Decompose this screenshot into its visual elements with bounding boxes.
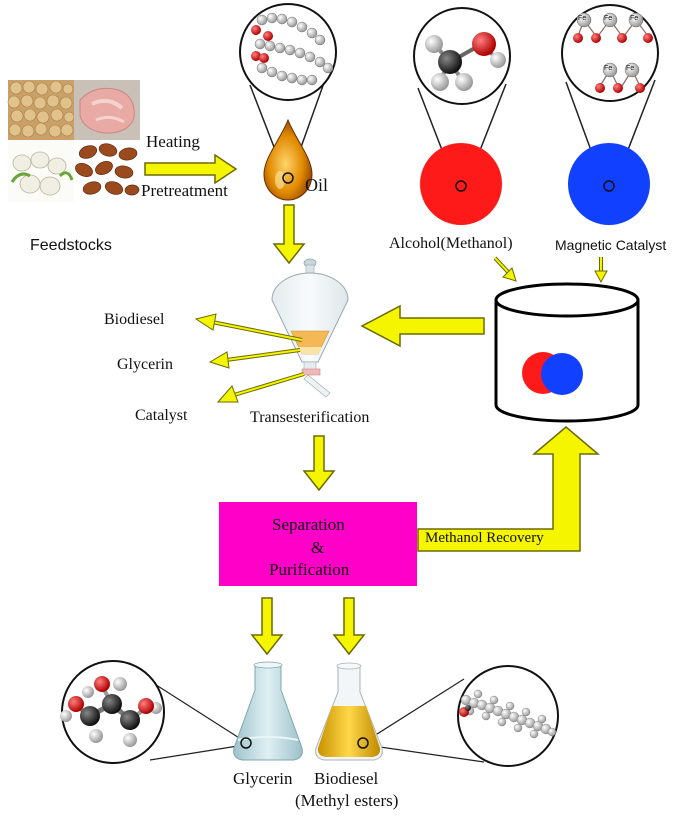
arrow-methanol-to-reactor: [493, 256, 517, 282]
heating-label: Heating: [146, 132, 200, 151]
fe-atoms: [576, 12, 644, 78]
catalyst-sphere: [568, 143, 650, 225]
glycerin-output-label: Glycerin: [117, 356, 173, 373]
fe-atom-text: Fe: [604, 15, 613, 22]
pretreatment-label: Pretreatment: [141, 181, 228, 200]
arrow-funnel-to-glycerin: [208, 348, 301, 369]
fe-atom-text: Fe: [630, 15, 639, 22]
magnetic-catalyst-label: Magnetic Catalyst: [555, 237, 667, 253]
glycerin-magnifier: [60, 660, 245, 764]
biodiesel-product-label: Biodiesel: [314, 769, 379, 788]
arrow-separation-to-biodiesel: [332, 597, 366, 656]
biodiesel-flask: [315, 662, 383, 761]
glycerin-product-label: Glycerin: [233, 769, 293, 788]
arrow-separation-to-glycerin: [250, 597, 284, 656]
feedstocks-photo: [7, 80, 140, 202]
reactor-vessel: [494, 282, 640, 423]
glycerol-molecule-icon: [60, 676, 162, 747]
methanol-recovery-label: Methanol Recovery: [425, 530, 544, 546]
o-atoms: [573, 33, 653, 93]
biodiesel-magnifier: [365, 665, 559, 767]
arrow-feedstock-to-oil: [144, 153, 238, 185]
fatty-acid-molecule-icon: [251, 12, 334, 86]
biodiesel-output-label: Biodiesel: [104, 311, 165, 328]
glycerin-flask: [233, 661, 303, 761]
reactor-catalyst-sphere: [541, 353, 583, 395]
oil-magnifier: [239, 3, 337, 201]
ampersand-label: &: [311, 538, 325, 557]
arrow-catalyst-to-reactor: [594, 257, 608, 284]
separatory-funnel: [271, 258, 349, 398]
arrow-funnel-to-separation: [302, 435, 336, 492]
oil-label: Oil: [305, 175, 329, 195]
catalyst-output-label: Catalyst: [135, 407, 188, 424]
methanol-molecule-icon: [425, 32, 506, 91]
feedstocks-label: Feedstocks: [30, 237, 112, 254]
fe-atom-text: Fe: [604, 65, 613, 72]
arrow-funnel-to-biodiesel: [194, 313, 303, 342]
fe-atom-text: Fe: [626, 65, 635, 72]
separation-box: [219, 502, 417, 586]
arrow-reactor-to-funnel: [360, 304, 485, 348]
methanol-magnifier: [413, 7, 511, 225]
transesterification-label: Transesterification: [250, 409, 370, 426]
fe-atom-text: Fe: [578, 15, 587, 22]
arrow-oil-to-funnel: [272, 204, 306, 265]
methanol-sphere: [420, 143, 502, 225]
separation-label: Separation: [272, 515, 345, 534]
purification-label: Purification: [269, 560, 350, 579]
arrow-funnel-to-catalyst: [216, 372, 305, 403]
methyl-ester-molecule-icon: [460, 689, 557, 739]
alcohol-label: Alcohol(Methanol): [389, 235, 513, 252]
catalyst-magnifier: [561, 4, 659, 225]
arrow-methanol-recovery: [417, 426, 601, 552]
methyl-esters-label: (Methyl esters): [295, 791, 399, 810]
